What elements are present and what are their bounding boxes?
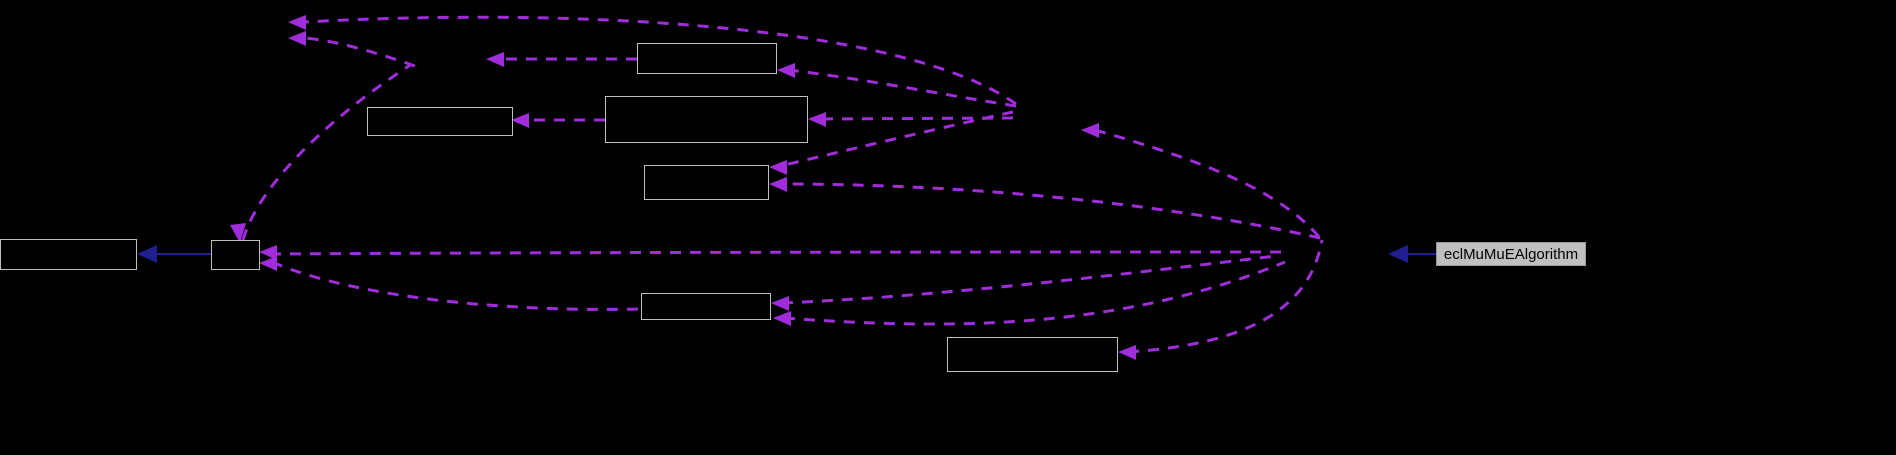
edge-n7-to-hub bbox=[1127, 239, 1324, 354]
edge-n8-to-n4 bbox=[817, 116, 1014, 121]
arrowhead-n6-right-upper bbox=[771, 296, 789, 311]
arrowhead-n1-top bbox=[230, 223, 246, 243]
edge-right-to-topleft-a bbox=[304, 15, 1017, 106]
arrowhead-n3-right bbox=[777, 63, 795, 78]
graph-node[interactable] bbox=[947, 337, 1118, 372]
edge-hub-to-n5-lower bbox=[781, 182, 1321, 240]
edge-hub-to-n1-upper bbox=[271, 250, 1282, 256]
arrowhead-n0-right bbox=[137, 245, 157, 263]
graph-node[interactable] bbox=[637, 43, 777, 74]
graph-node[interactable] bbox=[605, 96, 808, 143]
graph-node[interactable] bbox=[644, 165, 769, 200]
edge-n1-to-n6 bbox=[271, 260, 641, 311]
arrowhead-topleft-a bbox=[288, 15, 306, 30]
edge-n6-to-hub bbox=[781, 254, 1277, 305]
edge-upper-right-arc bbox=[1094, 128, 1322, 239]
graph-node[interactable] bbox=[0, 239, 137, 270]
edge-n6-to-n7 bbox=[783, 260, 1286, 326]
arrowhead-n1-right-lower bbox=[259, 256, 277, 271]
graph-node-eclmumuealgorithm[interactable]: eclMuMuEAlgorithm bbox=[1436, 242, 1586, 266]
edge-mid-to-topleft-b bbox=[304, 36, 416, 68]
edge-n8-to-n3 bbox=[787, 68, 1017, 108]
arrowhead-n1-right-upper bbox=[259, 245, 277, 260]
edge-n1-up-to-topleft bbox=[241, 62, 413, 241]
arrowhead-n5-right-upper bbox=[769, 160, 787, 175]
edge-n8-to-n5 bbox=[779, 110, 1014, 168]
graph-node-label: eclMuMuEAlgorithm bbox=[1443, 245, 1579, 263]
arrowhead-n5-right-lower bbox=[769, 177, 787, 192]
arrowhead-n8-left bbox=[1388, 245, 1408, 263]
arrowhead-n4-right bbox=[808, 112, 826, 127]
graph-node[interactable] bbox=[641, 293, 771, 320]
graph-node[interactable] bbox=[367, 107, 513, 136]
arrowhead-n6-right-lower bbox=[773, 311, 791, 326]
graph-node[interactable] bbox=[211, 240, 260, 270]
arrowhead-upper-right bbox=[1081, 123, 1099, 138]
arrowhead-topleft-b bbox=[288, 31, 306, 46]
arrowhead-n7-right bbox=[1118, 345, 1136, 360]
arrowhead-n2-right bbox=[511, 113, 529, 128]
arrowhead-to-left-of-n3 bbox=[486, 52, 504, 67]
